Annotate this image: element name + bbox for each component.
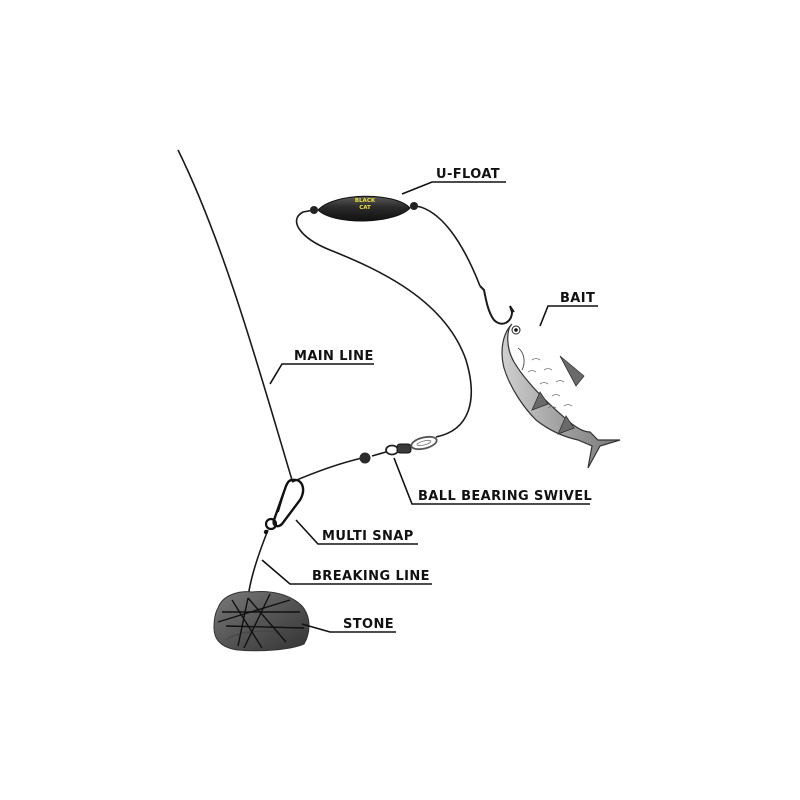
leader-line-loop [295,209,473,438]
label-breaking-line: BREAKING LINE [312,569,430,584]
u-float-leader [401,181,506,195]
bait-fish [501,323,621,469]
dorsal-fin [559,355,585,387]
leader-line-swivel [371,451,387,457]
anal-fin [557,415,575,435]
stone-leader [301,623,396,633]
bead [359,452,371,464]
ball-bearing-swivel [359,435,438,464]
label-stone: STONE [343,617,394,632]
bait-leader [539,305,598,327]
float-brand-line2: CAT [359,205,371,211]
multi-snap [263,478,305,535]
main-line [177,149,293,481]
label-bait: BAIT [560,291,595,306]
label-u-float: U-FLOAT [436,167,500,182]
stone-wrap-lines [217,593,305,649]
hook-line [415,205,481,287]
label-multi-snap: MULTI SNAP [322,529,414,544]
u-float: BLACK CAT [310,195,418,222]
leader-line-lower [291,457,363,483]
float-brand-line1: BLACK [355,198,376,204]
label-main-line: MAIN LINE [294,349,374,364]
breaking-line [247,529,269,599]
breaking-line-leader [261,559,432,585]
hook-icon [479,285,515,325]
label-ball-bearing-swivel: BALL BEARING SWIVEL [418,489,592,504]
swivel-leader [393,457,590,505]
pelvic-fin [531,391,549,411]
main-line-leader [269,363,374,385]
stone [213,591,310,652]
multi-snap-leader [295,519,418,545]
